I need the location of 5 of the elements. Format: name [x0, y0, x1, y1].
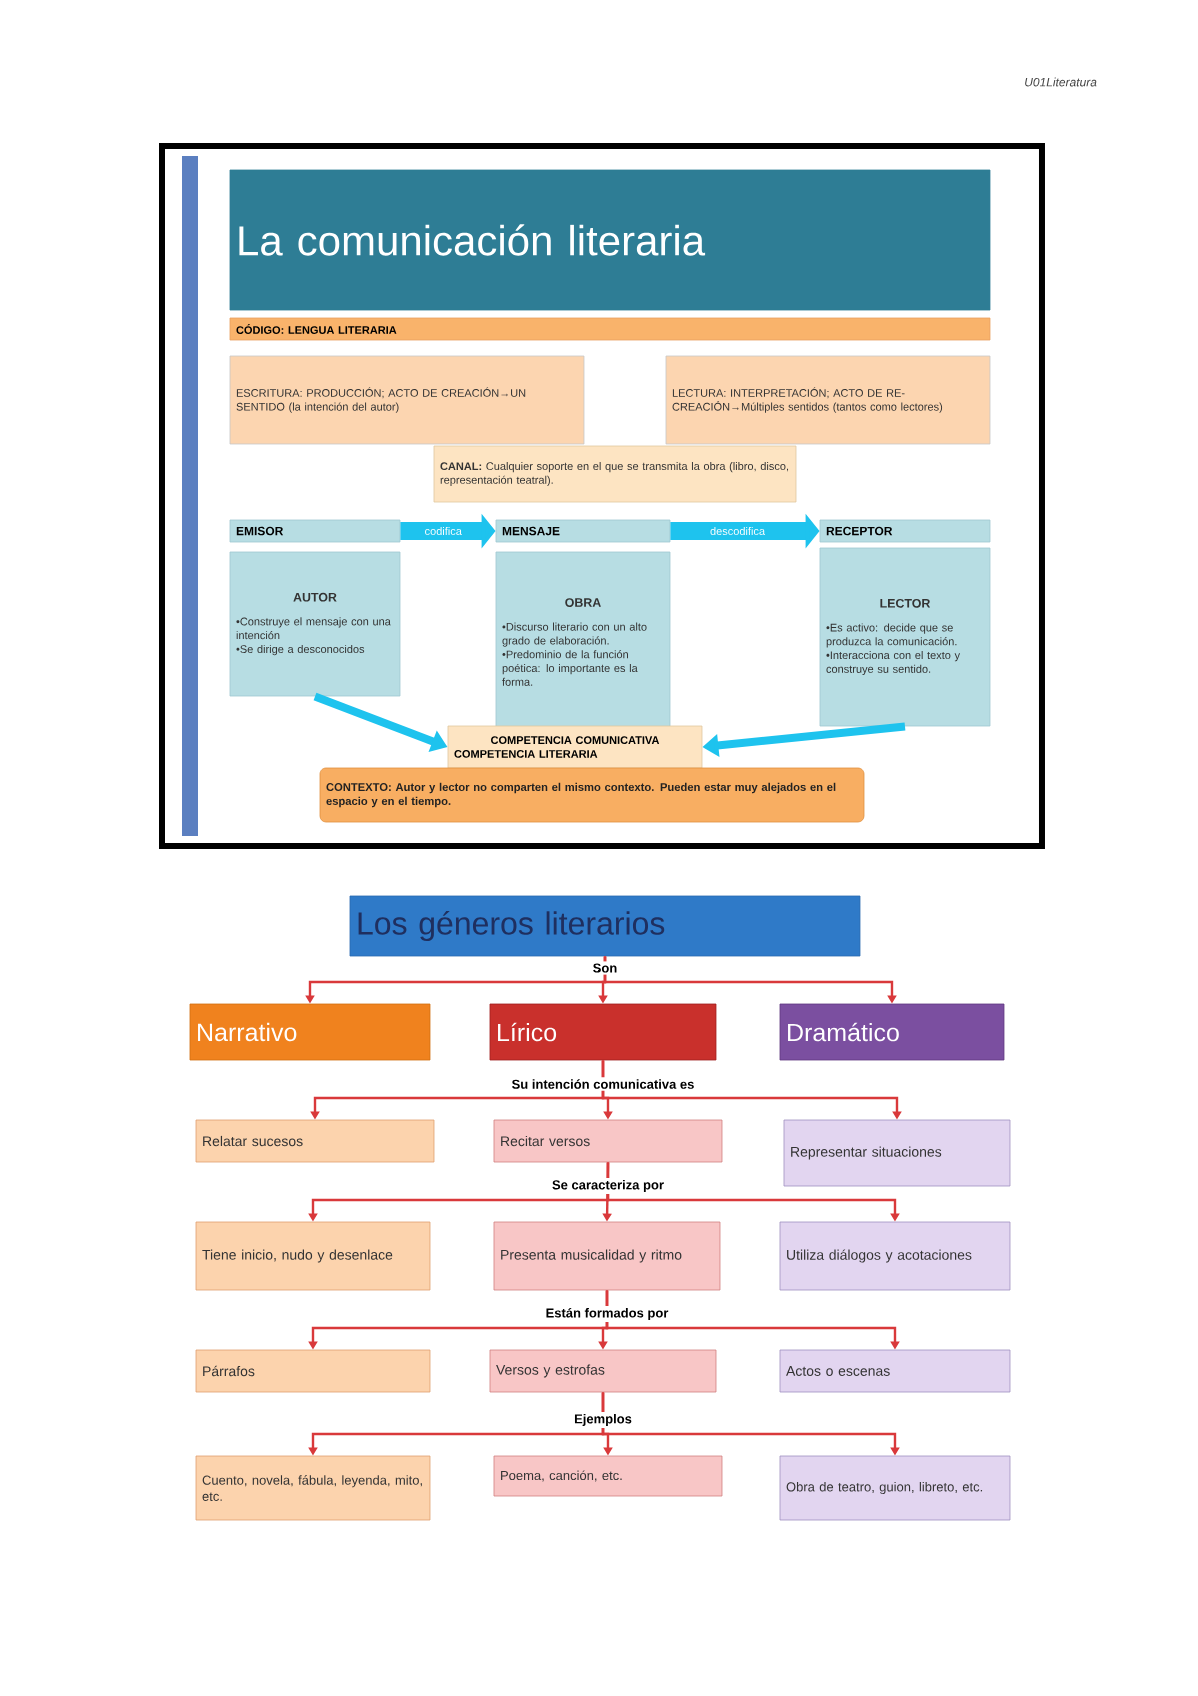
genre-box: Dramático [779, 1003, 1005, 1061]
title-banner: La comunicación literaria [229, 169, 991, 311]
title-banner: Los géneros literarios [349, 895, 861, 957]
genre-box: Narrativo [189, 1003, 431, 1061]
genre-box: Lírico [489, 1003, 717, 1061]
